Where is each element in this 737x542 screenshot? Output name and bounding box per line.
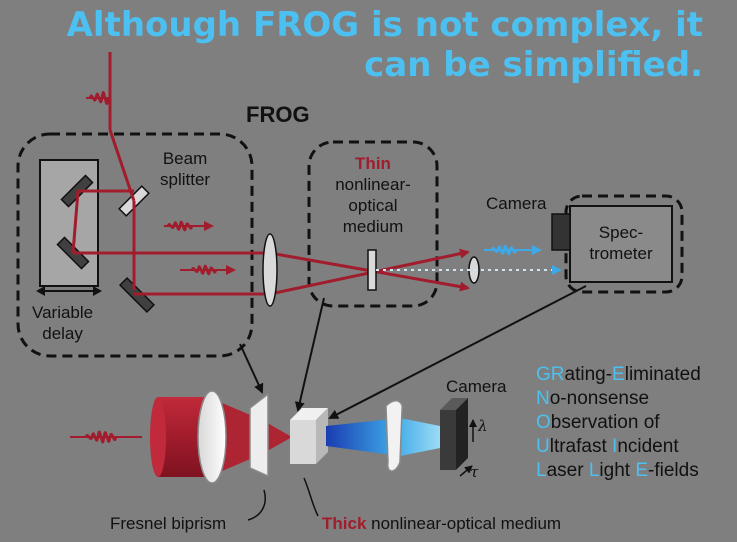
beam-splitter-line-1: Beam bbox=[162, 149, 208, 168]
acronym-text: liminated bbox=[624, 364, 701, 385]
acronym-highlight-letter: L bbox=[536, 460, 547, 481]
spectrometer-label: Spec- trometer bbox=[574, 222, 668, 264]
acronym-text: ltrafast bbox=[549, 436, 613, 457]
acronym-highlight-letter: O bbox=[536, 412, 551, 433]
incoming-pulse bbox=[86, 90, 110, 106]
cylindrical-lens bbox=[197, 390, 227, 484]
acronym-highlight-letter: GR bbox=[536, 364, 565, 385]
acronym-line: Laser Light E-fields bbox=[536, 459, 701, 483]
acronym-text: bservation of bbox=[550, 412, 660, 433]
variable-delay-line-1: Variable bbox=[32, 303, 94, 322]
medium-line-1: nonlinear- bbox=[335, 175, 411, 194]
grenouille-camera bbox=[440, 398, 468, 470]
delay-double-arrow bbox=[36, 286, 102, 296]
spectrometer-camera bbox=[551, 213, 571, 251]
spectrometer bbox=[569, 205, 673, 283]
medium-dashed-box bbox=[307, 140, 439, 308]
acronym-line: Observation of bbox=[536, 411, 701, 435]
blue-beam bbox=[326, 418, 440, 456]
pulse-lower bbox=[180, 264, 236, 276]
imaging-lens bbox=[385, 400, 404, 472]
beam-splitter-line-2: splitter bbox=[160, 170, 211, 189]
variable-delay-label: Variable delay bbox=[32, 302, 93, 344]
acronym-highlight-letter: N bbox=[536, 388, 550, 409]
acronym-highlight-letter: L bbox=[588, 460, 600, 481]
acronym-highlight-letter: E bbox=[612, 364, 625, 385]
frog-dashed-box bbox=[16, 132, 254, 358]
frog-camera-label: Camera bbox=[486, 194, 547, 213]
acronym-line: Ultrafast Incident bbox=[536, 435, 701, 459]
lambda-label: λ bbox=[478, 417, 488, 435]
acronym-text: aser bbox=[546, 460, 589, 481]
thick-crystal bbox=[290, 408, 328, 464]
pulse-upper bbox=[164, 220, 214, 232]
input-pulse bbox=[70, 430, 142, 444]
thick-medium-label: Thick nonlinear-optical medium bbox=[322, 513, 561, 534]
signal-pulse bbox=[484, 244, 542, 256]
beam-splitter-label: Beam splitter bbox=[160, 148, 210, 190]
tau-label: τ bbox=[470, 463, 479, 481]
acronym-highlight-letter: E bbox=[635, 460, 649, 481]
medium-line-3: medium bbox=[342, 217, 404, 236]
acronym-text: ight bbox=[599, 460, 636, 481]
acronym-text: ating- bbox=[564, 364, 613, 385]
frog-heading: FROG bbox=[246, 102, 310, 127]
tau-axis-arrow bbox=[459, 465, 473, 477]
fresnel-biprism-label: Fresnel biprism bbox=[110, 514, 227, 533]
thin-crystal bbox=[367, 249, 377, 291]
grenouille-camera-label: Camera bbox=[446, 377, 507, 396]
thick-word: Thick bbox=[322, 514, 367, 533]
acronym-highlight-letter: I bbox=[612, 436, 618, 457]
acronym-text: -fields bbox=[648, 460, 699, 481]
fresnel-biprism-shape bbox=[249, 392, 269, 478]
spectrometer-line-1: Spec- bbox=[598, 223, 644, 242]
thin-medium-label: Thin nonlinear- optical medium bbox=[326, 153, 420, 237]
slide-title-line-2: can be simplified. bbox=[364, 45, 703, 85]
thick-rest: nonlinear-optical medium bbox=[366, 514, 562, 533]
thin-word: Thin bbox=[355, 154, 391, 173]
slide-title-line-1: Although FROG is not complex, it bbox=[66, 5, 703, 45]
expanded-beam bbox=[158, 397, 208, 477]
spectrometer-line-2: trometer bbox=[589, 244, 653, 263]
acronym-text: ncident bbox=[617, 436, 679, 457]
acronym-line: No-nonsense bbox=[536, 387, 701, 411]
variable-delay-line-2: delay bbox=[42, 324, 83, 343]
acronym-line: GRating-Eliminated bbox=[536, 363, 701, 387]
acronym-highlight-letter: U bbox=[536, 436, 550, 457]
medium-line-2: optical bbox=[348, 196, 398, 215]
acronym-text: o-nonsense bbox=[549, 388, 650, 409]
focusing-lens bbox=[262, 233, 278, 307]
